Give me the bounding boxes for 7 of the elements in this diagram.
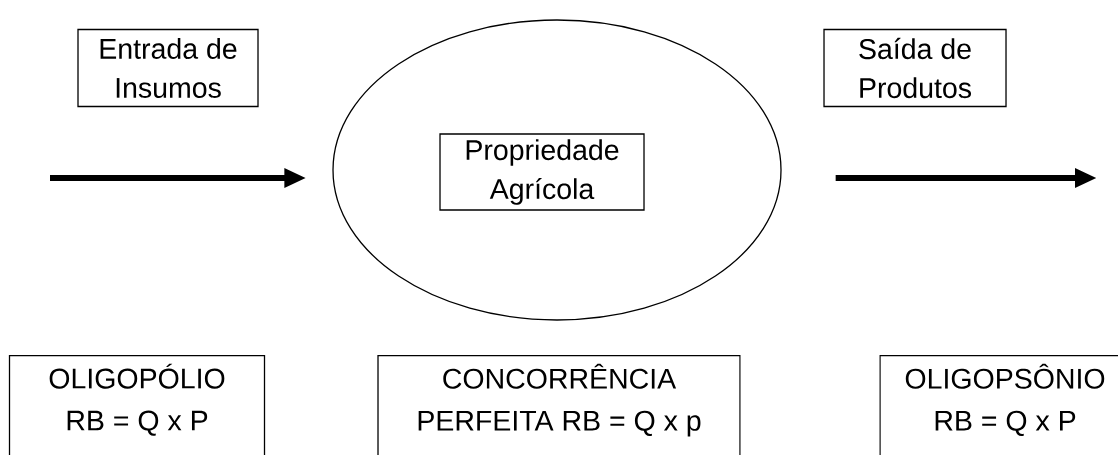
ellipse-shape <box>332 19 782 321</box>
text-box: OLIGOPÓLIO RB = Q x P <box>8 355 266 455</box>
text-box: OLIGOPSÔNIO RB = Q x P <box>879 355 1118 455</box>
text-box: Propriedade Agrícola <box>439 133 645 211</box>
text-box: Entrada de Insumos <box>77 28 259 108</box>
text-box: CONCORRÊNCIA PERFEITA RB = Q x p <box>377 355 741 455</box>
text-box: Saída de Produtos <box>823 28 1007 108</box>
